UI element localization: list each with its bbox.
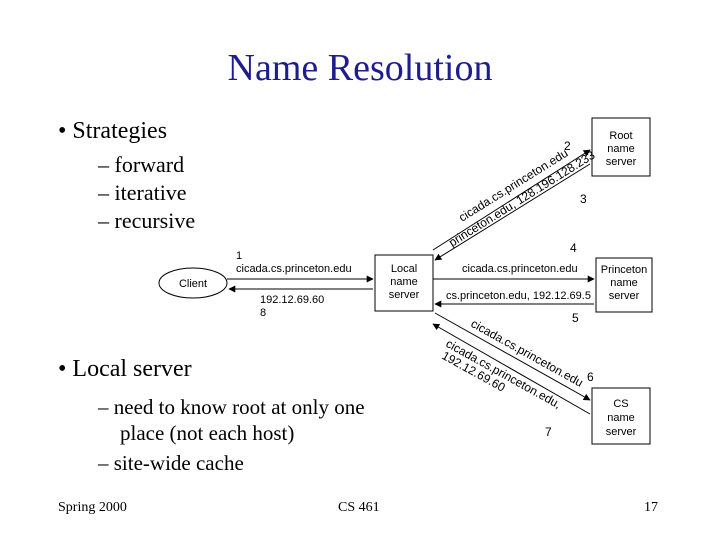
step-3-number: 3 xyxy=(580,192,587,206)
arrow-step-6 xyxy=(434,312,591,401)
arrow-step-2 xyxy=(432,149,591,251)
local-point-root: – need to know root at only one xyxy=(98,395,365,419)
step-4-number: 4 xyxy=(570,241,577,255)
strategy-recursive: – recursive xyxy=(98,208,196,233)
princeton-server-label-2: name xyxy=(610,277,638,289)
local-server-label-1: Local xyxy=(391,263,417,275)
cs-server-box xyxy=(591,387,651,445)
step-7-number: 7 xyxy=(545,425,552,439)
bullet-strategies: • Strategies xyxy=(58,118,168,144)
princeton-server-label-3: server xyxy=(609,290,640,302)
local-server-label-3: server xyxy=(389,289,420,301)
strategy-forward: – forward xyxy=(98,152,185,177)
cs-server-label-2: name xyxy=(607,412,635,424)
step-8-address: 192.12.69.60 xyxy=(260,294,324,306)
step-3-answer: princeton.edu, 128.196.128.233 xyxy=(446,148,597,250)
cs-server-label-3: server xyxy=(606,426,637,438)
arrow-step-7 xyxy=(432,323,591,415)
local-point-cache: – site-wide cache xyxy=(98,451,244,475)
page-title: Name Resolution xyxy=(227,47,493,89)
footer-date: Spring 2000 xyxy=(58,500,127,515)
step-5-number: 5 xyxy=(572,311,579,325)
local-server-box xyxy=(374,254,434,312)
cs-server-label-1: CS xyxy=(613,398,628,410)
local-server-label-2: name xyxy=(390,276,418,288)
footer-course: CS 461 xyxy=(338,500,380,515)
root-server-box xyxy=(591,117,651,177)
client-label: Client xyxy=(179,278,207,290)
client-node xyxy=(158,267,228,299)
princeton-server-box xyxy=(595,257,653,313)
step-1-query: cicada.cs.princeton.edu xyxy=(236,263,352,275)
root-server-label-2: name xyxy=(607,143,635,155)
step-8-number: 8 xyxy=(260,307,266,319)
root-server-label-3: server xyxy=(606,156,637,168)
root-server-label-1: Root xyxy=(609,130,632,142)
step-4-query: cicada.cs.princeton.edu xyxy=(462,263,578,275)
local-point-place: place (not each host) xyxy=(120,421,295,445)
step-6-number: 6 xyxy=(587,370,594,384)
step-2-number: 2 xyxy=(564,139,571,153)
bullet-local-server: • Local server xyxy=(58,356,192,382)
step-5-answer: cs.princeton.edu, 192.12.69.5 xyxy=(446,290,591,302)
princeton-server-label-1: Princeton xyxy=(601,264,647,276)
step-1-number: 1 xyxy=(236,250,242,262)
arrow-step-3 xyxy=(434,163,591,261)
footer-page-number: 17 xyxy=(644,500,658,515)
strategy-iterative: – iterative xyxy=(98,180,187,205)
